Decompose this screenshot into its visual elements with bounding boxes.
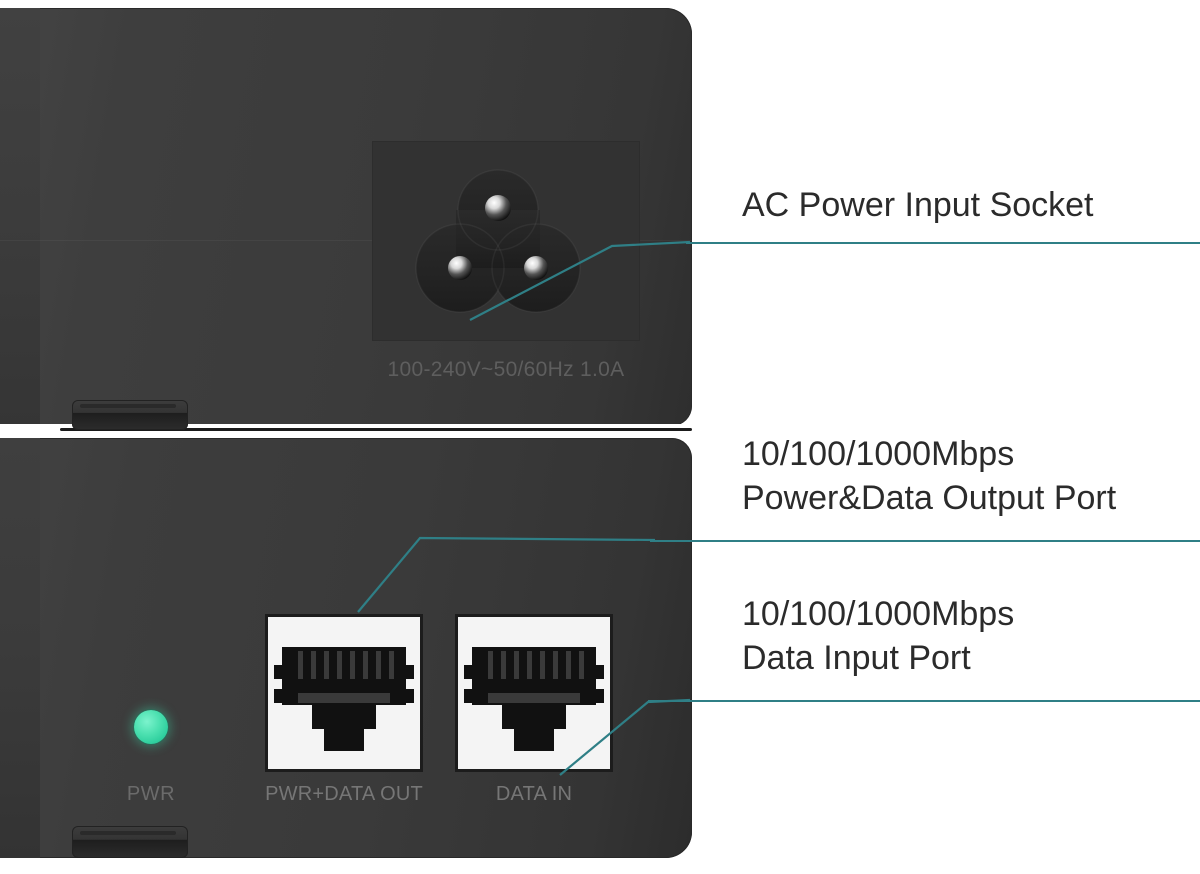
rj45-jack-icon <box>274 647 414 751</box>
callout-rule-power-data-output <box>650 540 1200 542</box>
callout-rule-data-input <box>648 700 1200 702</box>
housing-clip-tab-lower <box>72 826 188 858</box>
housing-clip-tab-upper <box>72 400 188 430</box>
socket-clover-body <box>415 169 581 313</box>
callout-rule-ac-socket <box>686 242 1200 244</box>
ac-power-socket <box>398 168 598 318</box>
callout-line-2: Power&Data Output Port <box>742 479 1117 517</box>
power-led-label: PWR <box>126 783 176 805</box>
rj45-port-pwr-data-out <box>268 617 420 769</box>
power-led-indicator <box>134 710 168 744</box>
callout-line-1: 10/100/1000Mbps <box>742 435 1015 473</box>
housing-gap-shadow <box>60 428 692 431</box>
callout-ac-power-input-socket: AC Power Input Socket <box>742 183 1094 227</box>
callout-line-1: 10/100/1000Mbps <box>742 595 1015 633</box>
port-label-data-in: DATA IN <box>495 783 573 805</box>
callout-line-2: Data Input Port <box>742 639 971 677</box>
ac-rating-label: 100-240V~50/60Hz 1.0A <box>387 358 625 381</box>
callout-power-data-output-port: 10/100/1000Mbps Power&Data Output Port <box>742 432 1116 520</box>
port-label-pwr-data-out: PWR+DATA OUT <box>265 783 423 805</box>
callout-data-input-port: 10/100/1000Mbps Data Input Port <box>742 592 1014 680</box>
rj45-port-data-in <box>458 617 610 769</box>
housing-seam-line <box>0 240 692 241</box>
rj45-jack-icon <box>464 647 604 751</box>
callout-line-1: AC Power Input Socket <box>742 186 1094 224</box>
